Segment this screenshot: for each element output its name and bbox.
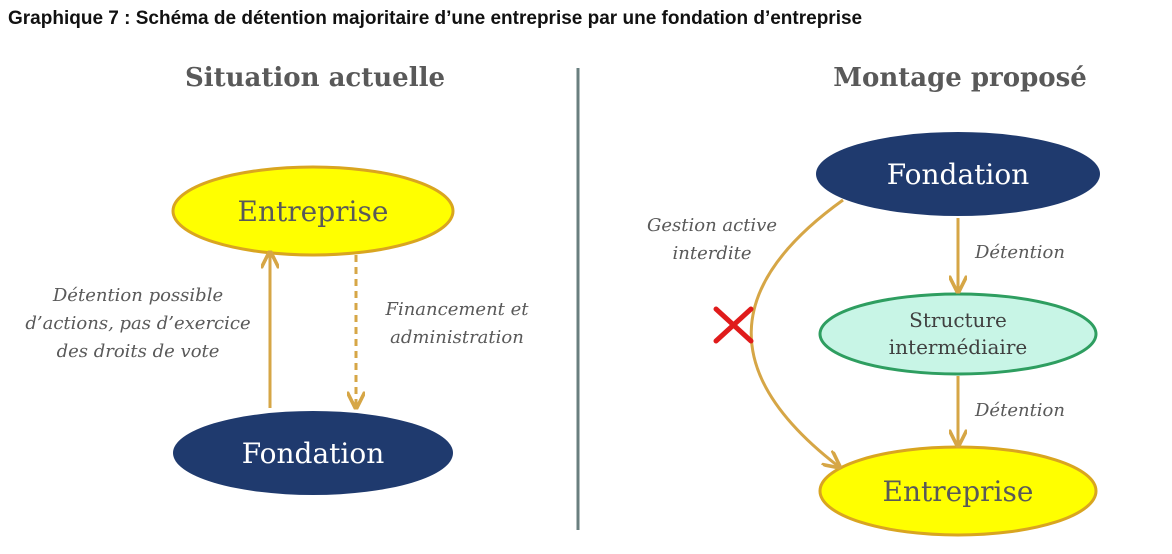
right-arrow-gestion-active (749, 198, 843, 466)
right-structure-label: Structure intermédiaire (889, 308, 1027, 359)
svg-text:Structure: Structure (909, 308, 1007, 332)
left-label-detention: Détention possible d’actions, pas d’exer… (25, 285, 250, 362)
svg-text:Financement et: Financement et (384, 299, 529, 320)
cross-icon (713, 306, 754, 344)
left-fondation-node (173, 411, 453, 495)
right-fondation-label: Fondation (887, 158, 1030, 191)
left-fondation-label: Fondation (242, 437, 385, 470)
left-label-financement: Financement et administration (384, 299, 529, 348)
svg-text:d’actions, pas d’exercice: d’actions, pas d’exercice (25, 313, 250, 334)
page-title: Graphique 7 : Schéma de détention majori… (8, 8, 863, 29)
right-label-gestion-active: Gestion active interdite (647, 215, 777, 264)
right-structure-node (818, 292, 1098, 376)
svg-text:des droits de vote: des droits de vote (57, 341, 220, 362)
left-entreprise-label: Entreprise (238, 195, 389, 228)
right-label-detention-1: Détention (974, 242, 1065, 263)
right-heading: Montage proposé (833, 63, 1087, 93)
svg-text:interdite: interdite (672, 243, 751, 264)
right-entreprise-label: Entreprise (883, 475, 1034, 508)
right-label-detention-2: Détention (974, 400, 1065, 421)
right-fondation-node (816, 132, 1100, 216)
svg-text:administration: administration (390, 327, 524, 348)
left-heading: Situation actuelle (185, 63, 445, 93)
left-entreprise-node (171, 165, 455, 257)
svg-text:Détention possible: Détention possible (52, 285, 223, 306)
svg-text:intermédiaire: intermédiaire (889, 335, 1027, 359)
svg-text:Gestion active: Gestion active (647, 215, 777, 236)
